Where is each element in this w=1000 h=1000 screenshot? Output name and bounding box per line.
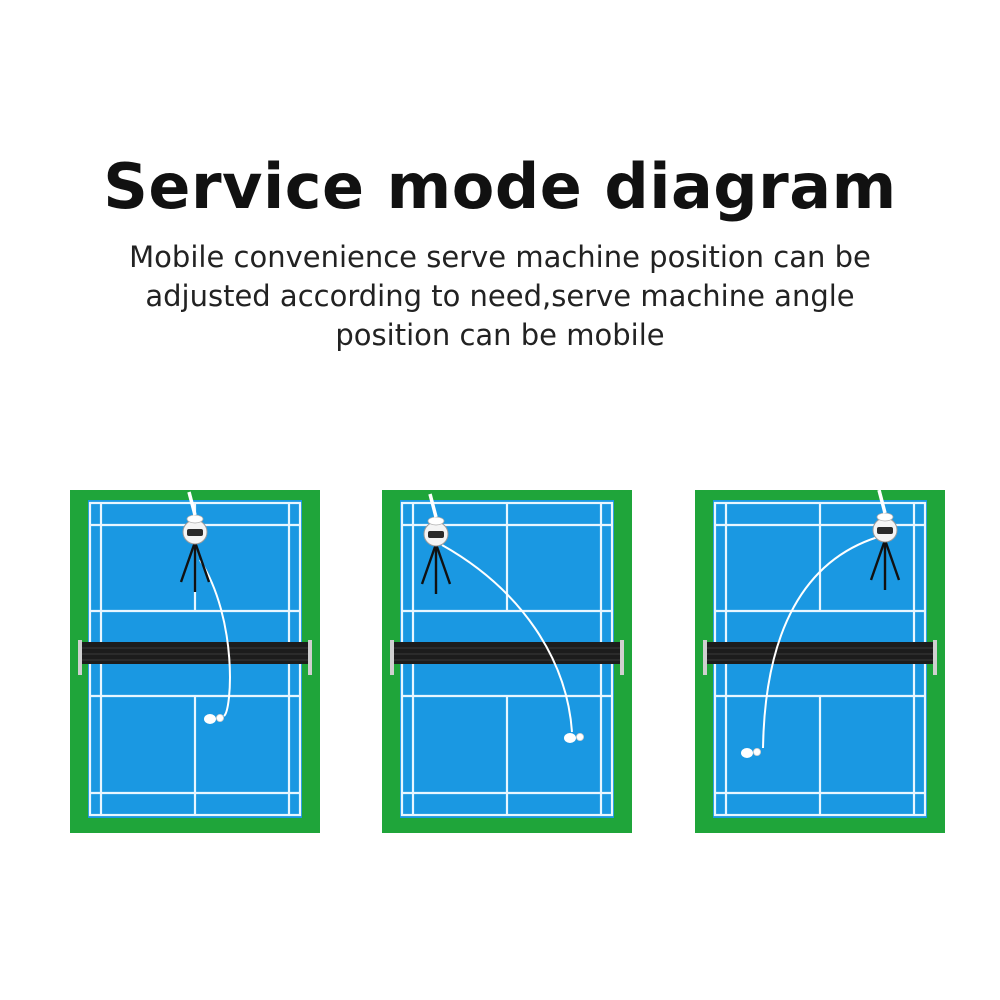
subtitle-line-3: position can be mobile <box>335 318 665 352</box>
courts-diagram <box>68 488 947 835</box>
trajectory-3 <box>762 536 879 749</box>
court-3 <box>693 488 947 835</box>
subtitle-line-1: Mobile convenience serve machine positio… <box>129 240 871 274</box>
court-2 <box>380 488 634 835</box>
subtitle-line-2: adjusted according to need,serve machine… <box>145 279 855 313</box>
trajectory-2 <box>441 544 573 733</box>
trajectory-1 <box>199 559 231 717</box>
page-title: Service mode diagram <box>103 150 897 223</box>
court-1 <box>68 488 322 835</box>
